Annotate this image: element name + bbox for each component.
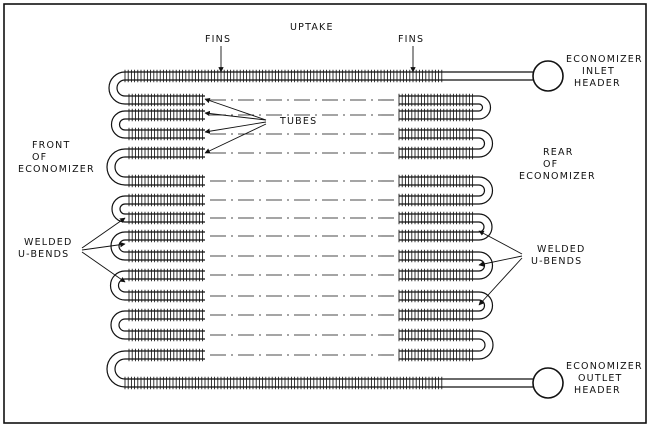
tube-row-9-right-fins [398, 249, 474, 263]
tube-row-3-right-fins [398, 127, 474, 141]
tubes-arrow-2 [204, 110, 267, 121]
u-bend-7-inner [119, 203, 126, 215]
tube-row-8-right-fins [398, 229, 474, 243]
inlet-header [532, 60, 564, 92]
diagram-frame [3, 3, 647, 424]
u-bend-9-inner [118, 239, 126, 253]
u-bend-12-outer [478, 291, 494, 320]
u-bend-5-inner [114, 156, 126, 178]
inlet-label-line3: HEADER [574, 78, 621, 89]
tube-row-7-right-fins [398, 211, 474, 225]
tubes-label: TUBES [279, 116, 317, 127]
u-bend-3-outer [110, 110, 126, 139]
tube-row-4-right-fins [398, 146, 474, 160]
tube-row-1-right-fins [398, 93, 474, 107]
tube-row-14-right-fins [398, 348, 474, 362]
outlet-header [532, 367, 564, 399]
welded-left-line2: U-BENDS [18, 249, 69, 260]
u-bend-11-outer [109, 270, 126, 301]
front-label-line1: FRONT [32, 140, 70, 151]
tube-row-12-left-fins [128, 308, 204, 322]
welded-left-line1: WELDED [24, 237, 73, 248]
tube-row-7-left-fins [128, 211, 204, 225]
u-bend-8-inner [478, 221, 485, 233]
tube-row-4-left-fins [128, 146, 204, 160]
front-label-line3: ECONOMIZER [18, 164, 95, 175]
welded-right-arrow-3 [478, 257, 523, 306]
u-bend-15-inner [114, 358, 126, 380]
pointer-arrows [81, 46, 523, 306]
u-bend-13-inner [118, 318, 126, 332]
tubes-arrow-4 [204, 123, 267, 154]
u-bend-6-inner [478, 184, 486, 197]
u-bend-13-outer [110, 310, 126, 340]
rear-label-line3: ECONOMIZER [519, 171, 596, 182]
outlet-label-line1: ECONOMIZER [566, 361, 643, 372]
tube-row-10-right-fins [398, 268, 474, 282]
u-bend-2-outer [478, 95, 492, 120]
tube-row-6-right-fins [398, 193, 474, 207]
u-bend-10-inner [478, 259, 486, 272]
u-bend-2-inner [478, 103, 484, 112]
outlet-label-line3: HEADER [574, 385, 621, 396]
tube-row-8-left-fins [128, 229, 204, 243]
rear-label-line2: OF [543, 159, 558, 170]
u-bend-3-inner [118, 118, 126, 131]
outlet-label-line2: OUTLET [578, 373, 623, 384]
u-bend-4-inner [478, 137, 486, 150]
welded-left-arrow-2 [81, 241, 126, 251]
tube-row-5-right-fins [398, 174, 474, 188]
welded-left-arrow-3 [81, 251, 126, 283]
tube-row-5-left-fins [128, 174, 204, 188]
u-bend-10-outer [478, 251, 494, 280]
tube-field [106, 69, 533, 390]
front-label-line2: OF [32, 152, 47, 163]
tube-row-2-right-fins [398, 108, 474, 122]
welded-right-arrow-1 [478, 230, 523, 255]
welded-right-line2: U-BENDS [531, 256, 582, 267]
tube-row-13-left-fins [128, 328, 204, 342]
tube-row-14-left-fins [128, 348, 204, 362]
tubes-arrow-1 [204, 98, 267, 121]
inlet-label-line2: INLET [582, 66, 615, 77]
u-bend-5-outer [106, 148, 126, 186]
u-bend-15-outer [106, 350, 126, 388]
tube-row-2-left-fins [128, 108, 204, 122]
u-bend-4-outer [478, 129, 494, 158]
welded-left-arrow-1 [81, 217, 126, 249]
tube-row-12-right-fins [398, 308, 474, 322]
tube-row-9-left-fins [128, 249, 204, 263]
bottom-tube-fins [124, 376, 443, 390]
tubes-arrow-3 [204, 121, 267, 134]
u-bend-1-outer [108, 71, 126, 105]
tube-row-11-right-fins [398, 289, 474, 303]
u-bend-14-inner [478, 338, 486, 352]
inlet-label-line1: ECONOMIZER [566, 54, 643, 65]
tube-row-11-left-fins [128, 289, 204, 303]
tube-row-3-left-fins [128, 127, 204, 141]
rear-label-line1: REAR [543, 147, 574, 158]
u-bend-7-outer [111, 195, 126, 223]
tube-row-13-right-fins [398, 328, 474, 342]
u-bend-6-outer [478, 176, 494, 205]
welded-right-arrow-2 [478, 255, 523, 267]
top-tube-fins [124, 69, 443, 83]
u-bend-1-inner [116, 79, 126, 97]
u-bend-14-outer [478, 330, 494, 360]
fins-right-label: FINS [398, 34, 424, 45]
uptake-label: UPTAKE [290, 22, 334, 33]
tube-row-10-left-fins [128, 268, 204, 282]
tube-row-6-left-fins [128, 193, 204, 207]
welded-right-line1: WELDED [537, 244, 586, 255]
fins-left-label: FINS [205, 34, 231, 45]
u-bend-8-outer [478, 213, 493, 241]
tube-row-1-left-fins [128, 93, 204, 107]
